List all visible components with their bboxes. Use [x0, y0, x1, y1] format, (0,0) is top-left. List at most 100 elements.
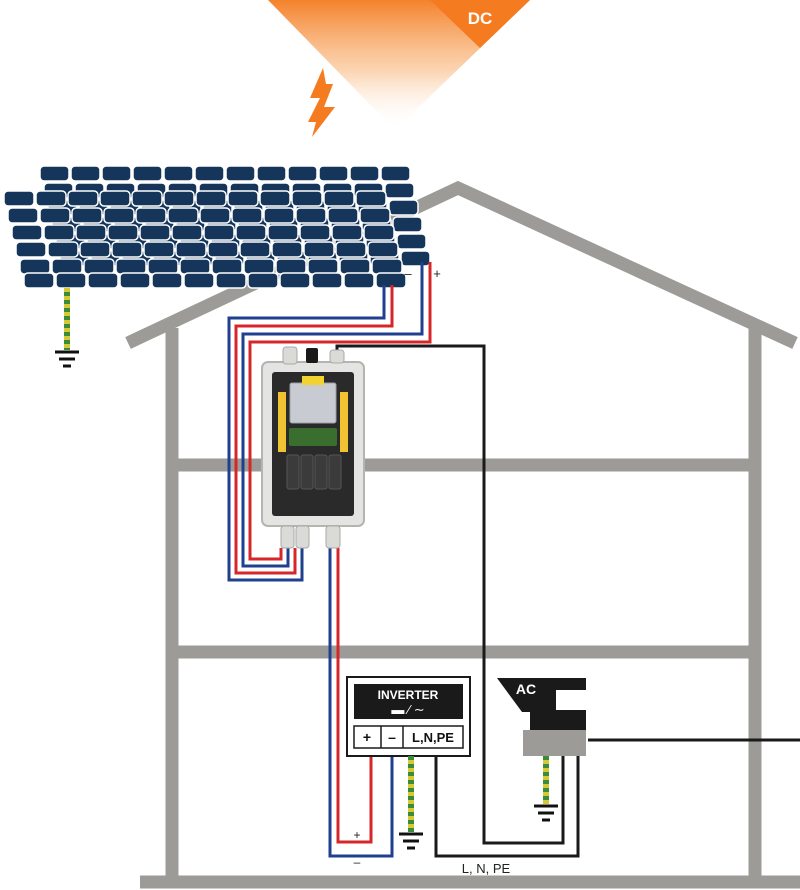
combiner-box-bottom-gland-2 — [295, 525, 310, 549]
inverter: INVERTER ▬ ⁄ ∼ + – L,N,PE — [346, 676, 471, 757]
surge-protector-label — [302, 376, 324, 385]
pv-cell-rear — [225, 165, 256, 182]
ground-symbol-icon — [399, 832, 423, 850]
pv-cell-front — [183, 272, 215, 289]
ac-box-earth-wire — [543, 756, 549, 804]
pv-cell-front — [139, 224, 171, 241]
pv-cell-front — [79, 241, 111, 258]
pv-cell-front — [35, 190, 67, 207]
roof-outline — [125, 180, 798, 349]
ac-box-base — [523, 730, 586, 756]
pv-cell-front — [359, 207, 391, 224]
pv-cell-front — [367, 241, 399, 258]
pv-cell-front — [83, 258, 115, 275]
terminal-row-right — [340, 392, 348, 452]
pv-cell-front — [263, 207, 295, 224]
pv-cell-rear — [392, 216, 423, 233]
ac-box-notch — [556, 690, 586, 710]
pv-cell-rear — [287, 165, 318, 182]
pv-cell-front — [239, 241, 271, 258]
inverter-terminal-minus: – — [388, 729, 396, 745]
pv-cell-front — [247, 272, 279, 289]
pv-cell-front — [207, 241, 239, 258]
dc-banner-label: DC — [468, 9, 493, 28]
monitoring-cable — [335, 344, 565, 845]
pv-cell-front — [39, 207, 71, 224]
pv-cell-front — [323, 190, 355, 207]
pv-cell-front — [107, 224, 139, 241]
pv-cell-rear — [384, 182, 415, 199]
pv-cell-front — [295, 207, 327, 224]
inverter-title: INVERTER — [378, 688, 439, 702]
dc-input-cables — [227, 262, 432, 582]
pv-cell-front — [7, 207, 39, 224]
pv-cell-front — [167, 207, 199, 224]
pv-cell-front — [143, 241, 175, 258]
fuse-holder-2 — [300, 454, 314, 490]
pv-cell-front — [179, 258, 211, 275]
pv-cell-front — [151, 272, 183, 289]
pv-cell-front — [71, 207, 103, 224]
monitoring-board — [289, 428, 337, 446]
pv-cell-rear — [396, 233, 427, 250]
dc-output-positive — [336, 548, 373, 844]
pv-cell-front — [175, 241, 207, 258]
pv-cell-front — [335, 241, 367, 258]
pv-cell-front — [3, 190, 35, 207]
pv-cell-front — [51, 258, 83, 275]
pv-cell-front — [307, 258, 339, 275]
pv-cell-rear — [132, 165, 163, 182]
pv-cell-rear — [380, 165, 411, 182]
dc-input-positive-1 — [234, 285, 394, 575]
lightning-bolt-icon — [308, 68, 335, 137]
solar-panel-array — [3, 165, 431, 289]
pv-cell-front — [211, 258, 243, 275]
pv-cell-front — [131, 190, 163, 207]
pv-cell-rear — [400, 250, 431, 267]
dc-ac-conversion-icon: ▬ ⁄ ∼ — [391, 702, 424, 717]
pv-cell-front — [291, 190, 323, 207]
fuse-holder-3 — [314, 454, 328, 490]
pv-cell-front — [235, 224, 267, 241]
dc-run-minus-label: – — [354, 855, 361, 869]
pv-cell-front — [243, 258, 275, 275]
dc-input-positive-2 — [248, 262, 432, 561]
pv-cell-front — [311, 272, 343, 289]
inverter-terminal-ac: L,N,PE — [412, 730, 454, 745]
dc-banner — [430, 0, 530, 48]
pv-cell-front — [259, 190, 291, 207]
ac-cable-inverter — [434, 756, 580, 858]
ground-symbol-icon — [55, 350, 79, 368]
pv-cell-front — [135, 207, 167, 224]
pv-cell-front — [327, 207, 359, 224]
combiner-box — [261, 346, 365, 549]
pv-cell-front — [215, 272, 247, 289]
pv-cell-front — [343, 272, 375, 289]
pv-cell-front — [11, 224, 43, 241]
dc-output-negative — [328, 548, 394, 858]
pv-cell-front — [111, 241, 143, 258]
combiner-box-bottom-gland-3 — [325, 525, 341, 549]
pv-cell-front — [47, 241, 79, 258]
array-earth-wire — [64, 288, 70, 350]
inverter-terminal-plus: + — [363, 729, 371, 745]
combiner-box-top-gland-left — [282, 346, 298, 365]
pv-cell-front — [303, 241, 335, 258]
pv-cell-front — [147, 258, 179, 275]
pv-cell-rear — [194, 165, 225, 182]
pv-cell-front — [43, 224, 75, 241]
pv-cell-rear — [256, 165, 287, 182]
pv-cell-front — [103, 207, 135, 224]
pv-cell-front — [267, 224, 299, 241]
pv-cell-front — [23, 272, 55, 289]
surge-protector-block — [289, 382, 337, 424]
pv-cell-front — [67, 190, 99, 207]
pv-cell-front — [279, 272, 311, 289]
pv-cell-rear — [39, 165, 70, 182]
combiner-box-vent — [306, 348, 318, 363]
pv-cell-front — [371, 258, 403, 275]
pv-cell-rear — [388, 199, 419, 216]
combiner-box-top-gland-right — [329, 349, 345, 364]
